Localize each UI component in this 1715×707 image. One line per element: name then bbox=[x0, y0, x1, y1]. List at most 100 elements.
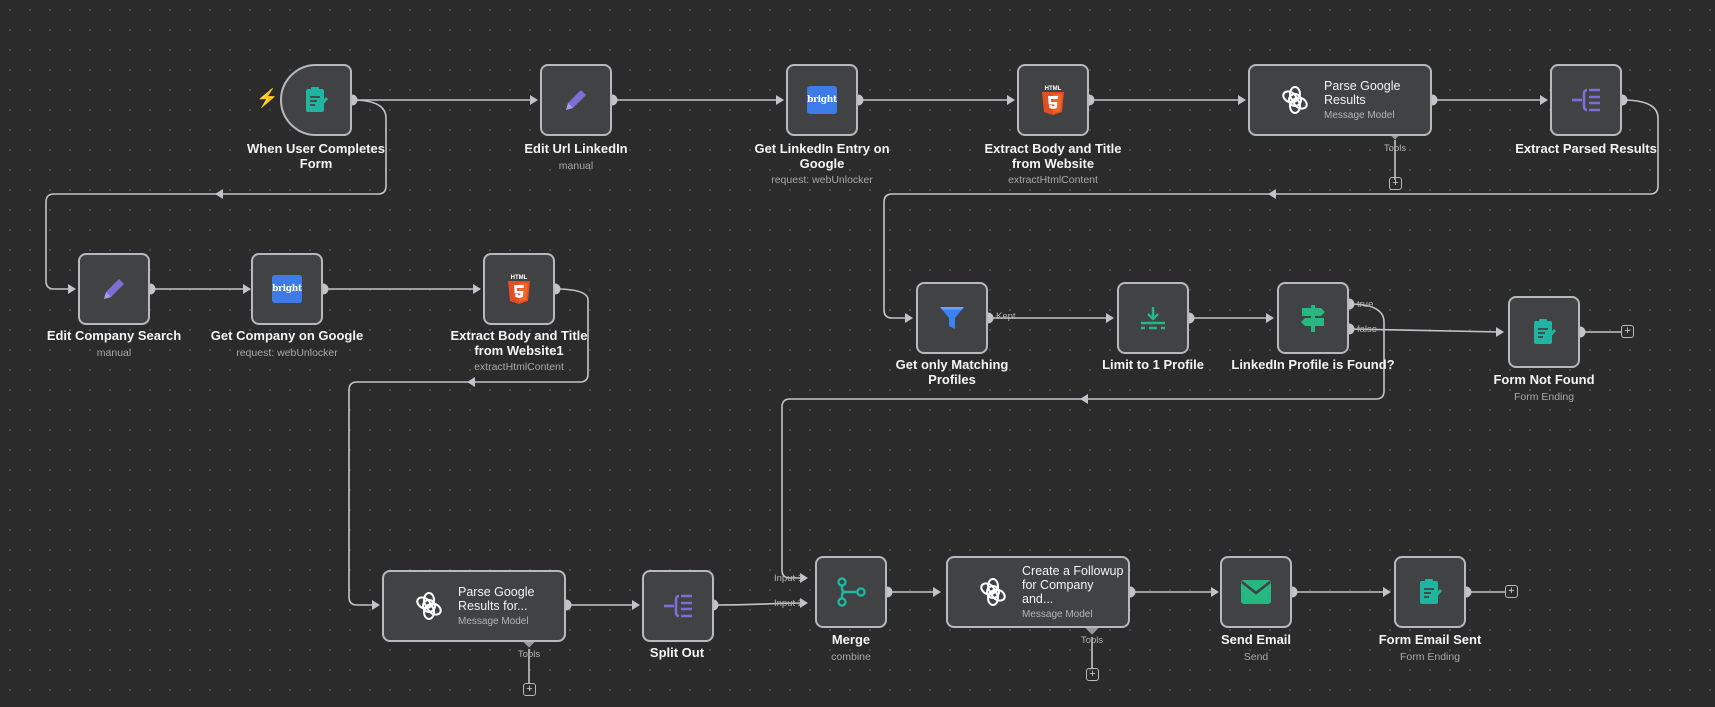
node-subtitle: Message Model bbox=[458, 616, 529, 627]
pencil-icon bbox=[560, 84, 592, 116]
node-limit-to-1-profile[interactable] bbox=[1117, 282, 1189, 354]
node-title: Get Company on Google bbox=[210, 328, 364, 343]
node-extract-body-and-title-1[interactable]: HTML bbox=[483, 253, 555, 325]
node-title: Form Not Found bbox=[1493, 372, 1595, 387]
node-subtitle: manual bbox=[96, 346, 132, 359]
label-limit-to-1-profile: Limit to 1 Profile bbox=[1073, 357, 1233, 373]
node-title: Extract Parsed Results bbox=[1515, 141, 1657, 156]
node-subtitle: request: webUnlocker bbox=[771, 174, 873, 186]
node-when-user-completes-form[interactable] bbox=[280, 64, 352, 136]
trigger-bolt-icon: ⚡ bbox=[256, 88, 279, 108]
openai-icon bbox=[414, 591, 444, 621]
label-get-linkedin-entry: Get LinkedIn Entry on Google request: we… bbox=[742, 141, 902, 186]
merge-icon bbox=[835, 576, 867, 608]
label-extract-parsed-results: Extract Parsed Results bbox=[1506, 141, 1666, 157]
node-title: Extract Body and Title from Website1 bbox=[450, 328, 588, 358]
limit-icon bbox=[1138, 303, 1168, 333]
node-create-a-followup[interactable]: Create a Followup for Company and... Mes… bbox=[946, 556, 1130, 628]
tools-label: Tools bbox=[1383, 143, 1407, 154]
node-get-linkedin-entry-on-google[interactable]: bright bbox=[786, 64, 858, 136]
add-tool-button[interactable]: + bbox=[523, 683, 536, 696]
node-title: Form Email Sent bbox=[1378, 632, 1482, 647]
node-subtitle: Send bbox=[1243, 650, 1269, 663]
port-label-input-2: Input 2 bbox=[774, 598, 804, 609]
node-subtitle: Message Model bbox=[1324, 110, 1395, 121]
label-edit-company-search: Edit Company Search manual bbox=[34, 328, 194, 359]
node-form-email-sent[interactable] bbox=[1394, 556, 1466, 628]
node-subtitle: extractHtmlContent bbox=[1008, 174, 1098, 186]
svg-text:HTML: HTML bbox=[1045, 86, 1062, 92]
openai-icon bbox=[978, 577, 1008, 607]
split-icon bbox=[1570, 86, 1602, 114]
label-merge: Merge combine bbox=[771, 632, 931, 663]
html5-icon: HTML bbox=[506, 273, 532, 305]
label-linkedin-profile-is-found: LinkedIn Profile is Found? bbox=[1228, 357, 1398, 373]
add-tool-button[interactable]: + bbox=[1389, 177, 1402, 190]
node-title: Edit Url LinkedIn bbox=[524, 141, 628, 156]
node-title: Limit to 1 Profile bbox=[1102, 357, 1204, 372]
node-subtitle: combine bbox=[831, 650, 871, 663]
node-title: LinkedIn Profile is Found? bbox=[1231, 357, 1395, 372]
brightdata-icon: bright bbox=[272, 275, 302, 303]
tools-label: Tools bbox=[517, 649, 541, 660]
node-title: Send Email bbox=[1220, 632, 1292, 647]
filter-icon bbox=[937, 303, 967, 333]
node-send-email[interactable] bbox=[1220, 556, 1292, 628]
node-title: Create a Followup for Company and... bbox=[1022, 564, 1124, 606]
pencil-icon bbox=[98, 273, 130, 305]
node-get-only-matching-profiles[interactable] bbox=[916, 282, 988, 354]
label-get-only-matching-profiles: Get only Matching Profiles bbox=[872, 357, 1032, 387]
node-title: Extract Body and Title from Website bbox=[984, 141, 1122, 171]
node-form-not-found[interactable] bbox=[1508, 296, 1580, 368]
form-icon bbox=[1529, 317, 1559, 347]
label-form-email-sent: Form Email Sent Form Ending bbox=[1350, 632, 1510, 663]
node-edit-company-search[interactable] bbox=[78, 253, 150, 325]
port-label-kept: Kept bbox=[996, 311, 1016, 322]
port-label-false: false bbox=[1357, 324, 1378, 335]
node-edit-url-linkedin[interactable] bbox=[540, 64, 612, 136]
node-linkedin-profile-is-found[interactable] bbox=[1277, 282, 1349, 354]
svg-text:HTML: HTML bbox=[511, 275, 528, 281]
node-parse-google-results[interactable]: Parse Google Results Message Model bbox=[1248, 64, 1432, 136]
html5-icon: HTML bbox=[1040, 84, 1066, 116]
port-label-true: true bbox=[1357, 299, 1374, 310]
node-title: When User Completes Form bbox=[247, 141, 385, 171]
node-title: Merge bbox=[831, 632, 871, 647]
node-subtitle: Form Ending bbox=[1399, 650, 1461, 663]
label-extract-body-and-title-1: Extract Body and Title from Website1 ext… bbox=[439, 328, 599, 373]
node-title: Parse Google Results for... bbox=[458, 585, 535, 613]
node-subtitle: Message Model bbox=[1022, 609, 1093, 620]
node-extract-body-and-title[interactable]: HTML bbox=[1017, 64, 1089, 136]
node-title: Parse Google Results bbox=[1324, 79, 1401, 107]
node-get-company-on-google[interactable]: bright bbox=[251, 253, 323, 325]
label-get-company-on-google: Get Company on Google request: webUnlock… bbox=[207, 328, 367, 359]
node-title: Get LinkedIn Entry on Google bbox=[754, 141, 890, 171]
add-node-button[interactable]: + bbox=[1505, 585, 1518, 598]
openai-icon bbox=[1280, 85, 1310, 115]
label-split-out: Split Out bbox=[597, 645, 757, 661]
node-parse-google-results-for[interactable]: Parse Google Results for... Message Mode… bbox=[382, 570, 566, 642]
node-subtitle: Form Ending bbox=[1513, 390, 1575, 403]
add-node-button[interactable]: + bbox=[1621, 325, 1634, 338]
form-trigger-icon bbox=[301, 85, 331, 115]
label-send-email: Send Email Send bbox=[1176, 632, 1336, 663]
node-subtitle: request: webUnlocker bbox=[236, 346, 338, 359]
email-icon bbox=[1240, 579, 1272, 605]
if-signpost-icon bbox=[1297, 302, 1329, 334]
add-tool-button[interactable]: + bbox=[1086, 668, 1099, 681]
node-merge[interactable] bbox=[815, 556, 887, 628]
node-subtitle: extractHtmlContent bbox=[474, 361, 564, 373]
label-edit-url-linkedin: Edit Url LinkedIn manual bbox=[496, 141, 656, 172]
node-subtitle: manual bbox=[558, 159, 594, 172]
tools-label: Tools bbox=[1080, 635, 1104, 646]
split-icon bbox=[662, 592, 694, 620]
form-icon bbox=[1415, 577, 1445, 607]
node-split-out[interactable] bbox=[642, 570, 714, 642]
node-extract-parsed-results[interactable] bbox=[1550, 64, 1622, 136]
label-extract-body-and-title: Extract Body and Title from Website extr… bbox=[973, 141, 1133, 186]
label-when-user-completes-form: When User Completes Form bbox=[236, 141, 396, 171]
label-form-not-found: Form Not Found Form Ending bbox=[1464, 372, 1624, 403]
node-title: Get only Matching Profiles bbox=[895, 357, 1009, 387]
brightdata-icon: bright bbox=[807, 86, 837, 114]
node-title: Edit Company Search bbox=[46, 328, 182, 343]
